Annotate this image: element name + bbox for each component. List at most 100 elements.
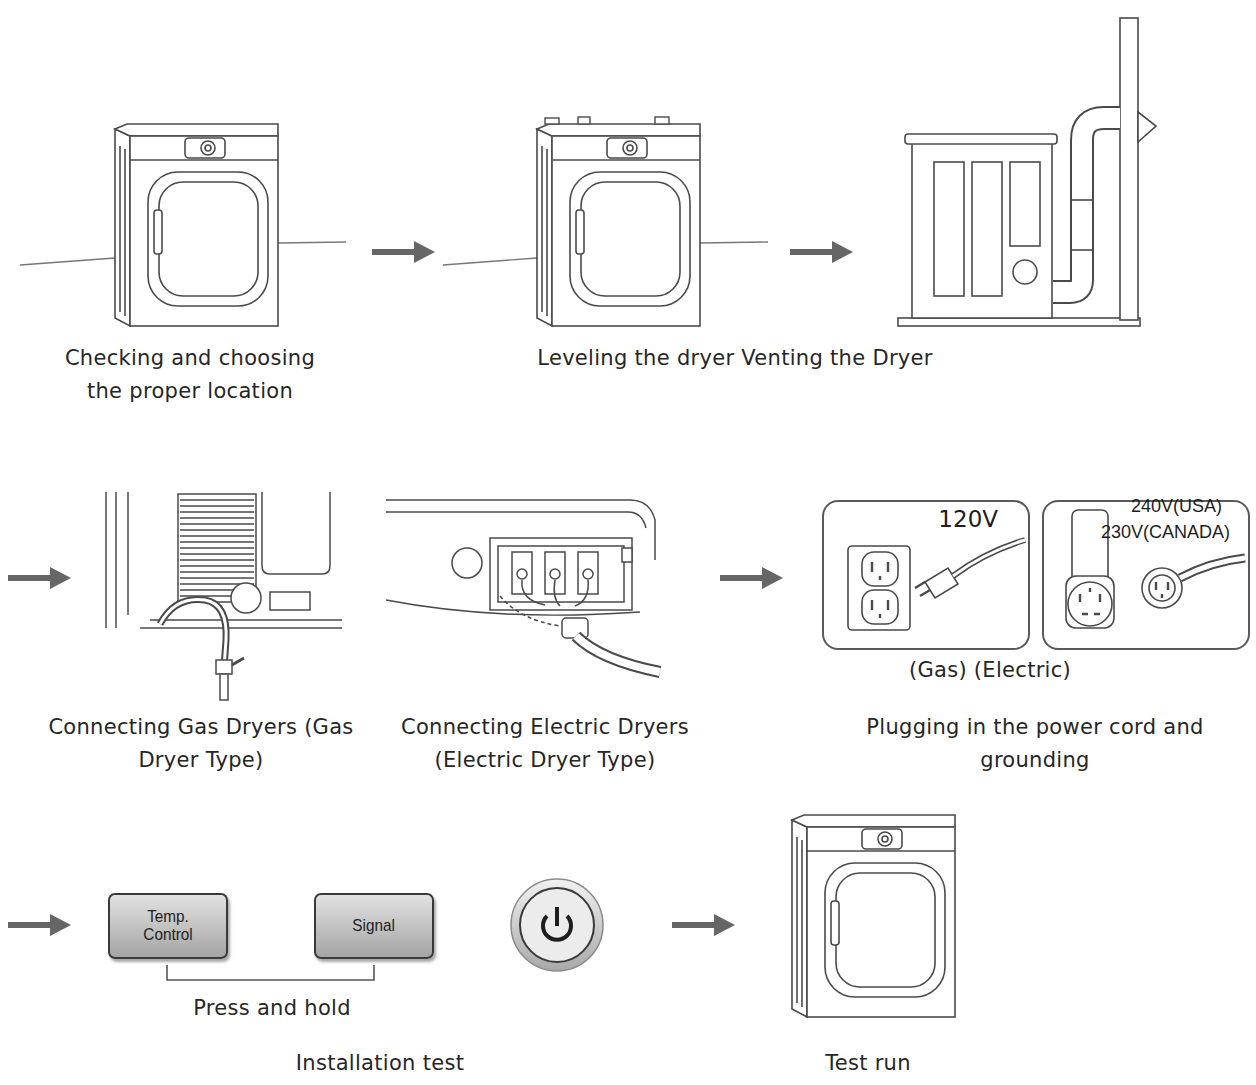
step-caption: Test run xyxy=(788,1047,948,1080)
gas-connection-drawing xyxy=(106,492,342,700)
gas-hose xyxy=(160,600,226,669)
cabinet-edge xyxy=(115,492,117,628)
power-button xyxy=(520,888,594,962)
receptacle xyxy=(862,552,898,586)
vent-duct xyxy=(1053,118,1120,292)
dryer-side-view xyxy=(912,142,1052,318)
terminal xyxy=(545,552,565,594)
step-caption: Checking and choosing the proper locatio… xyxy=(60,342,320,408)
cabinet-edge xyxy=(105,492,107,628)
step-arrow xyxy=(790,241,853,263)
leveling-tool xyxy=(545,118,559,124)
terminal-block xyxy=(498,546,624,602)
valve-handle xyxy=(232,658,244,665)
step-arrow xyxy=(762,567,783,589)
gas-pipe xyxy=(220,674,228,700)
grille-slots xyxy=(180,500,254,596)
vent-drawing xyxy=(898,18,1156,326)
plug-cord xyxy=(1180,558,1245,578)
step-arrow xyxy=(672,922,718,928)
plug-cord xyxy=(1180,558,1245,578)
control-button: Signal xyxy=(314,893,434,959)
power-symbol xyxy=(555,907,559,926)
receptacle-housing xyxy=(1066,576,1114,628)
dryer-plug xyxy=(1149,575,1175,601)
step-arrow xyxy=(8,575,54,581)
four-prong-receptacle xyxy=(1068,582,1112,626)
voltage-label: 240V(USA) xyxy=(1131,496,1222,517)
step-arrow xyxy=(372,241,435,263)
step-caption: Connecting Electric Dryers (Electric Dry… xyxy=(370,711,720,777)
side-panel xyxy=(972,162,1002,296)
base-line xyxy=(150,619,342,621)
receptacle-slots xyxy=(872,562,888,618)
dryer-top xyxy=(905,134,1057,144)
receptacle xyxy=(862,590,898,624)
button-label: Signal xyxy=(353,917,396,935)
step-arrow xyxy=(414,241,435,263)
receptacle-slots xyxy=(1080,588,1100,614)
plug-cord xyxy=(953,540,1025,576)
wall xyxy=(1120,18,1138,320)
gas-valve xyxy=(216,660,232,674)
terminal-screw xyxy=(517,569,527,579)
base-line xyxy=(140,627,342,629)
electric-connection-drawing xyxy=(386,500,660,672)
power-button xyxy=(511,879,603,971)
plug-cord xyxy=(953,540,1025,576)
outlet-240v-drawing xyxy=(1066,510,1245,628)
step-arrow xyxy=(50,914,71,936)
cabinet-edge xyxy=(127,492,129,615)
rear-panel xyxy=(262,492,330,574)
step-arrow xyxy=(720,567,783,589)
plug-prongs xyxy=(1156,582,1168,598)
step-caption: Installation test xyxy=(270,1047,490,1080)
wall-plate xyxy=(848,546,910,630)
step-caption: Plugging in the power cord and grounding xyxy=(860,711,1210,777)
exhaust-port xyxy=(231,583,261,613)
leveling-tool xyxy=(655,117,669,124)
exhaust-port xyxy=(452,548,482,578)
power-cord xyxy=(576,636,660,672)
power-cord xyxy=(576,636,660,672)
ground-wire xyxy=(500,596,560,626)
floor-line xyxy=(443,258,537,265)
step-arrow xyxy=(8,914,71,936)
dryer-leveling xyxy=(537,124,700,326)
step-arrow xyxy=(832,241,853,263)
dryer-plug xyxy=(1142,568,1182,608)
vent-hood xyxy=(1138,112,1156,142)
step-arrow xyxy=(790,249,836,255)
step-arrow xyxy=(50,567,71,589)
vent-port xyxy=(1013,260,1037,284)
step-arrow xyxy=(8,567,71,589)
terminal-cover xyxy=(490,538,632,610)
button-label: Temp. Control xyxy=(137,908,198,944)
dryer-location xyxy=(115,124,278,326)
vent-duct xyxy=(1053,118,1120,292)
step-arrow xyxy=(714,914,735,936)
voltage-label: 120V xyxy=(938,506,998,532)
step-caption: Leveling the dryer Venting the Dryer xyxy=(470,342,1000,375)
step-arrow xyxy=(720,575,766,581)
gas-hose xyxy=(160,600,226,669)
side-panel xyxy=(934,162,964,296)
press-note: Press and hold xyxy=(172,992,372,1025)
cover-tab xyxy=(622,548,632,562)
strain-relief xyxy=(562,618,588,638)
cabinet-top xyxy=(386,512,646,528)
floor-line xyxy=(278,242,346,243)
rear-bracket xyxy=(270,592,310,610)
terminal-screw xyxy=(550,569,560,579)
side-panel xyxy=(1010,162,1040,246)
plug-prongs xyxy=(915,582,930,596)
floor-slab xyxy=(898,318,1140,326)
power-wires xyxy=(522,580,588,606)
voltage-label: 230V(CANADA) xyxy=(1101,522,1230,543)
duct-joint xyxy=(1072,249,1092,251)
power-button xyxy=(511,879,603,971)
step-arrow xyxy=(672,914,735,936)
outlet-120v-drawing xyxy=(848,540,1025,630)
floor-line xyxy=(700,242,768,243)
